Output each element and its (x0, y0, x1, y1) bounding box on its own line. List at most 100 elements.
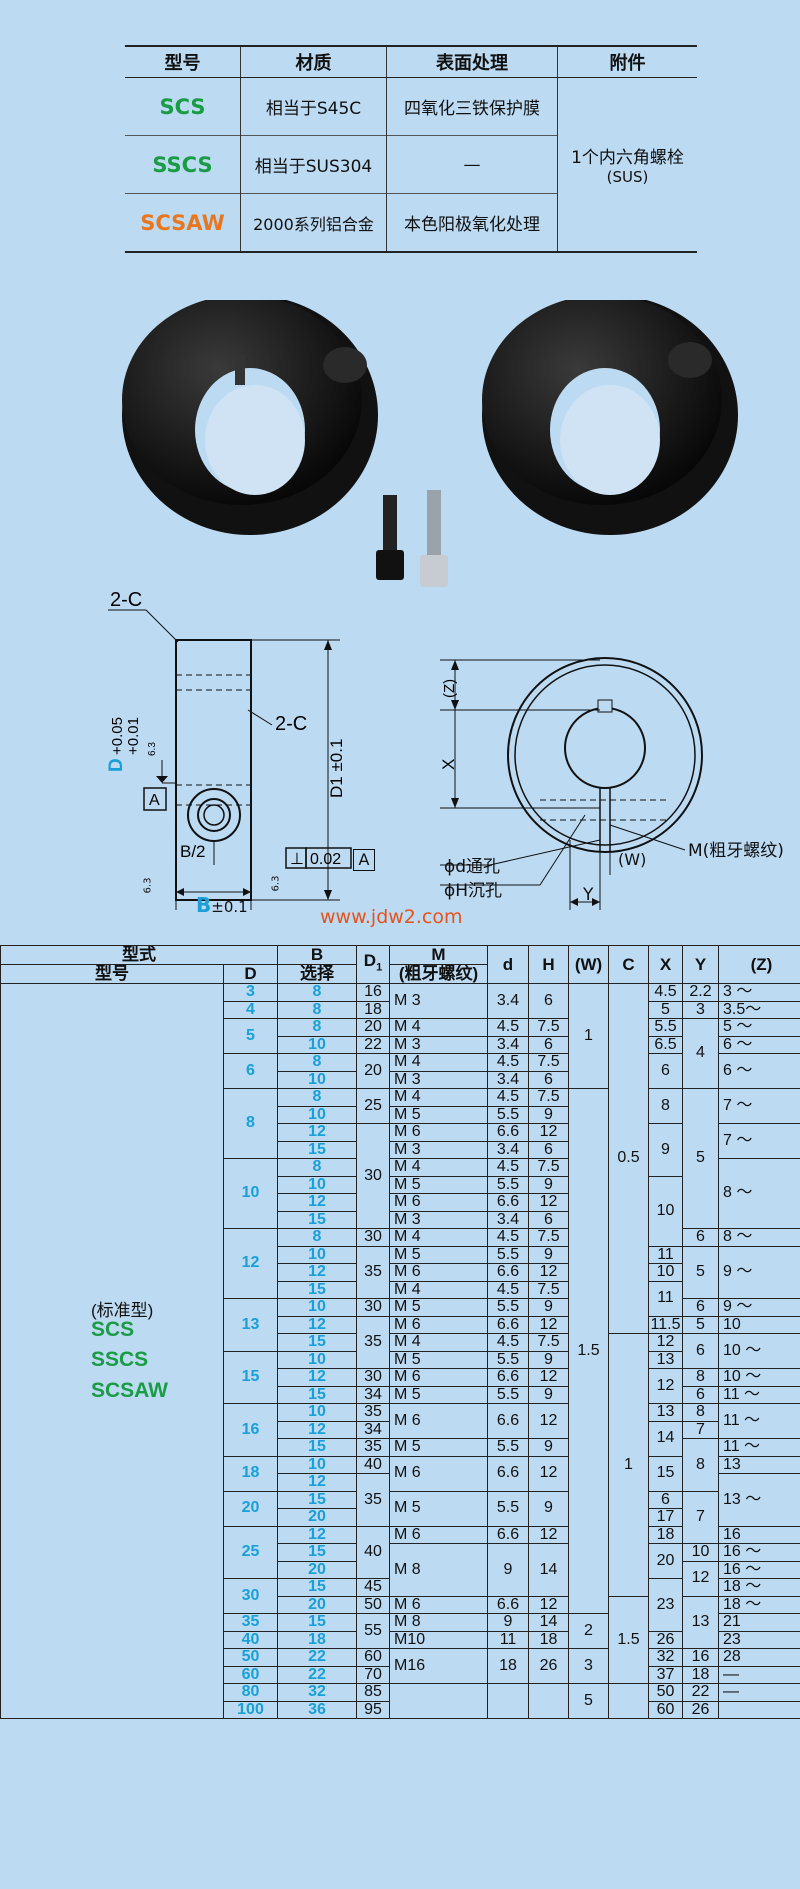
cell-x: 26 (648, 1630, 683, 1649)
surface-scs: 四氧化三铁保护膜 (386, 77, 558, 136)
cell-z: 6 ～ (718, 1053, 800, 1089)
cell-d: 4.5 (487, 1158, 529, 1177)
cell-m: M 5 (389, 1105, 488, 1124)
cell-d: 4.5 (487, 1053, 529, 1072)
cell-x: 15 (648, 1455, 683, 1492)
cell-d: 18 (223, 1455, 278, 1492)
cell-w: 5 (568, 1683, 609, 1719)
header-surface: 表面处理 (386, 46, 558, 78)
surface-scsaw: 本色阳极氧化处理 (386, 193, 558, 252)
cell-d1: 30 (356, 1228, 390, 1247)
cell-b: 12 (277, 1315, 357, 1334)
cell-d: 3.4 (487, 983, 529, 1019)
cell-m: M 6 (389, 1123, 488, 1142)
cell-m: M 5 (389, 1385, 488, 1404)
cell-x: 20 (648, 1543, 683, 1579)
cell-b: 12 (277, 1263, 357, 1282)
cell-d: 3 (223, 983, 278, 1002)
cell-b: 8 (277, 983, 357, 1002)
cell-m: M 4 (389, 1333, 488, 1352)
cell-d: 6.6 (487, 1123, 529, 1142)
th-h: H (528, 945, 569, 984)
cell-m: M 4 (389, 1158, 488, 1177)
y-label: Y (583, 885, 594, 905)
cell-d: 11 (487, 1630, 529, 1649)
cell-y: 6 (682, 1298, 719, 1317)
cell-d: 4 (223, 1000, 278, 1019)
cell-d: 6.6 (487, 1193, 529, 1212)
cell-b: 20 (277, 1595, 357, 1614)
th-model: 型号 (0, 964, 224, 984)
cell-m: M 3 (389, 1070, 488, 1089)
cell-d: 6.6 (487, 1595, 529, 1614)
series-name: SCSAW (91, 1378, 169, 1402)
roughness-bottom-right: 6.3 (270, 875, 282, 892)
cell-d1: 34 (356, 1385, 390, 1404)
cell-d: 6.6 (487, 1403, 529, 1439)
cell-z: 3 ～ (718, 983, 800, 1002)
watermark-url: www.jdw2.com (320, 906, 463, 928)
cell-x: 23 (648, 1578, 683, 1632)
cell-d: 5 (223, 1018, 278, 1054)
cell-x: 6 (648, 1490, 683, 1509)
cell-m: M 4 (389, 1088, 488, 1107)
th-b-select: 选择 (277, 964, 357, 984)
cell-x: 10 (648, 1175, 683, 1247)
cell-y: 12 (682, 1560, 719, 1597)
cell-h: 12 (528, 1123, 569, 1142)
cell-d: 5.5 (487, 1350, 529, 1369)
cell-b: 15 (277, 1543, 357, 1562)
cell-d: 5.5 (487, 1245, 529, 1264)
cell-h: 7.5 (528, 1280, 569, 1299)
cell-h: 12 (528, 1525, 569, 1544)
cell-b: 8 (277, 1088, 357, 1107)
material-table: 型号 材质 表面处理 附件 SCS 相当于S45C 四氧化三铁保护膜 1个内六角… (125, 45, 697, 253)
cell-x: 5.5 (648, 1018, 683, 1037)
cell-b: 15 (277, 1438, 357, 1457)
cell-c (608, 1683, 649, 1719)
half-b-label: B/2 (180, 842, 206, 861)
cell-b: 15 (277, 1490, 357, 1509)
cell-d1: 60 (356, 1648, 390, 1667)
cell-b: 8 (277, 1053, 357, 1072)
cell-z: 10 (718, 1315, 800, 1334)
d-label: D (106, 758, 127, 772)
cell-m: M 8 (389, 1543, 488, 1597)
cell-d: 9 (487, 1613, 529, 1632)
cell-d: 5.5 (487, 1175, 529, 1194)
cell-m: M 6 (389, 1368, 488, 1387)
cell-d1: 45 (356, 1578, 390, 1597)
cell-w: 1.5 (568, 1088, 609, 1614)
series-name: SSCS (91, 1348, 149, 1371)
cell-h: 9 (528, 1298, 569, 1317)
cell-h: 9 (528, 1175, 569, 1194)
perp-symbol: ⊥ (290, 851, 304, 868)
th-c: C (608, 945, 649, 984)
cell-d: 13 (223, 1298, 278, 1352)
material-scsaw: 2000系列铝合金 (240, 193, 387, 252)
bolt-black-image (376, 495, 404, 580)
thread-label: M(粗牙螺纹) (688, 841, 784, 861)
collar-side-outline (175, 639, 252, 901)
cell-d: 5.5 (487, 1298, 529, 1317)
cell-m: M 6 (389, 1263, 488, 1282)
cell-d1: 20 (356, 1018, 390, 1037)
cell-m: M 6 (389, 1403, 488, 1439)
cell-y: 16 (682, 1648, 719, 1667)
cell-y: 18 (682, 1665, 719, 1684)
cell-y: 6 (682, 1333, 719, 1369)
cell-y: 4 (682, 1018, 719, 1089)
cell-b: 12 (277, 1473, 357, 1492)
cell-h: 12 (528, 1595, 569, 1614)
cell-w: 1 (568, 983, 609, 1089)
